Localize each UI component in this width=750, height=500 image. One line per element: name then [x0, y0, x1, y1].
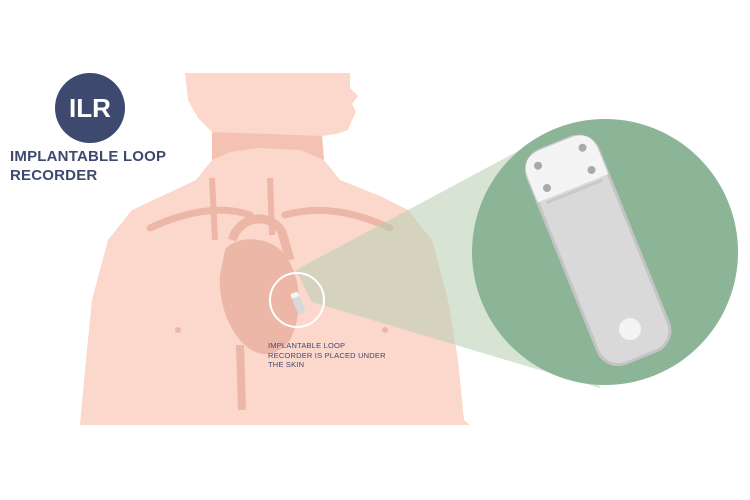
caption-line-2: RECORDER IS PLACED UNDER	[268, 350, 386, 360]
small-device	[290, 291, 305, 314]
right-clavicle	[281, 206, 394, 232]
title: IMPLANTABLE LOOP RECORDER	[10, 147, 200, 185]
right-nipple	[382, 327, 388, 333]
heart	[219, 239, 300, 355]
implant-location-ring	[269, 272, 325, 328]
loop-recorder-device-icon	[524, 134, 672, 367]
caption-line-3: THE SKIN	[268, 360, 305, 369]
left-artery	[209, 177, 218, 241]
implant-caption: IMPLANTABLE LOOP RECORDER IS PLACED UNDE…	[268, 341, 418, 370]
neck-shadow	[212, 132, 324, 160]
vena-cava	[236, 344, 246, 411]
left-clavicle	[146, 206, 254, 232]
caption-line-1: IMPLANTABLE LOOP	[268, 341, 346, 350]
left-nipple	[175, 327, 181, 333]
title-line-2: RECORDER	[10, 167, 98, 184]
title-line-1: IMPLANTABLE LOOP	[10, 148, 167, 165]
ilr-badge: ILR	[55, 73, 125, 143]
ilr-badge-text: ILR	[69, 92, 111, 123]
aortic-arch	[227, 214, 295, 262]
